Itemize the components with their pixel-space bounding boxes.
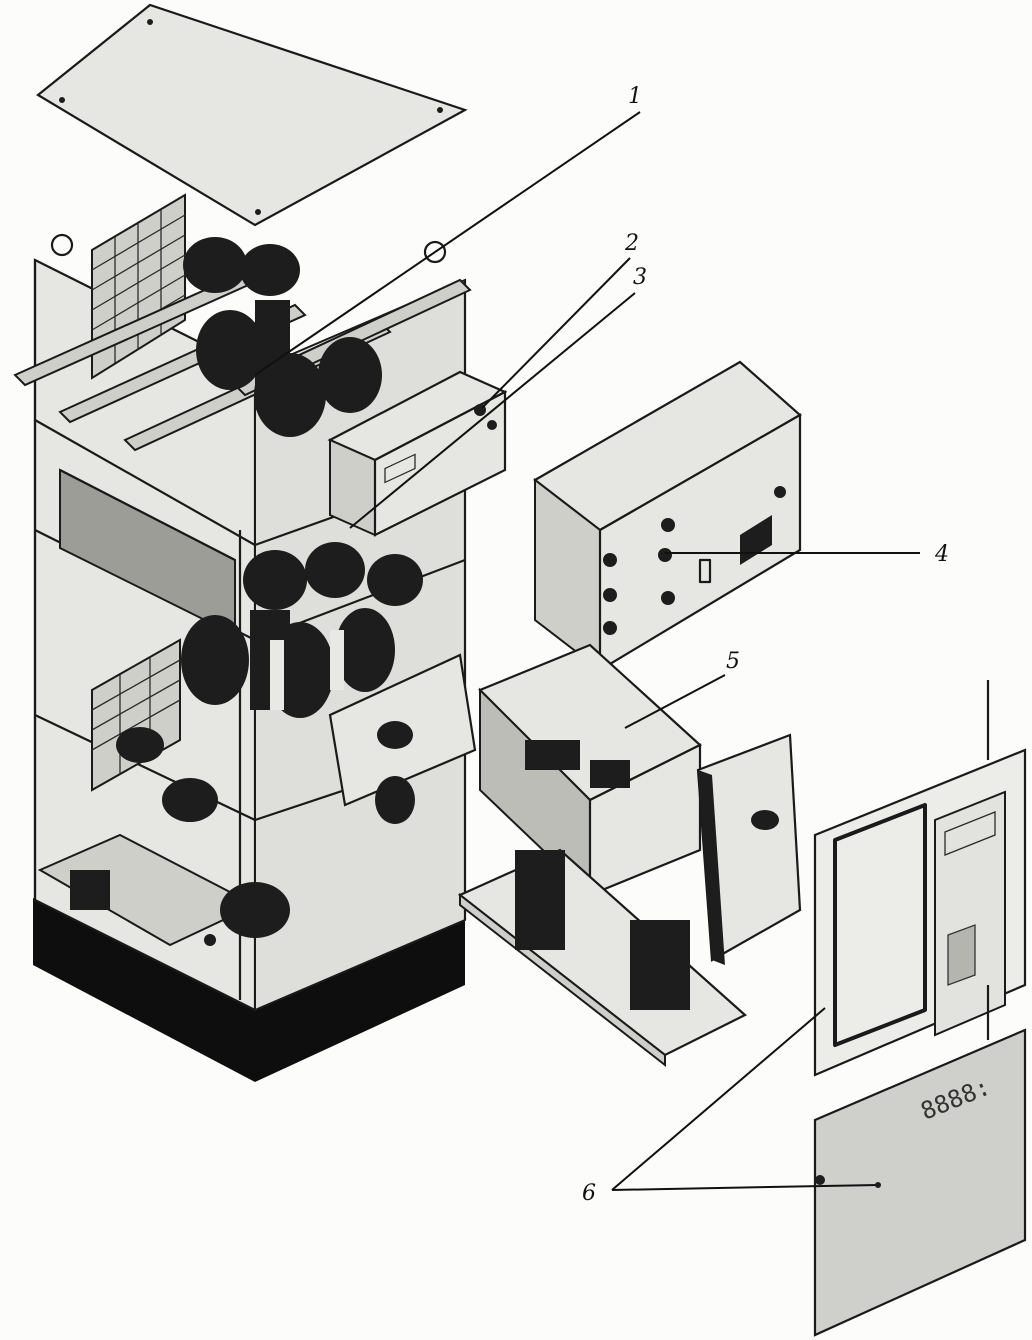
lower-door: 8888: — [813, 1028, 1027, 1337]
leader-3 — [349, 292, 636, 529]
callout-3: 3 — [633, 265, 647, 290]
leader-lines — [254, 111, 920, 1191]
callout-5: 5 — [726, 649, 740, 674]
roof-plate — [36, 3, 468, 227]
upper-door — [813, 680, 1027, 1077]
callout-labels: 1 2 3 4 5 6 — [582, 84, 949, 1206]
callout-6: 6 — [582, 1181, 596, 1206]
leader-6a — [611, 1007, 826, 1191]
lifting-eye-left — [50, 233, 74, 257]
leader-6b — [611, 1184, 879, 1191]
lifting-eye-right — [423, 240, 447, 264]
main-cabinet — [13, 193, 508, 1082]
leader-2 — [481, 257, 631, 409]
cabinet-doors: 8888: — [813, 680, 1027, 1337]
leader-1 — [254, 111, 641, 376]
callout-4: 4 — [934, 542, 949, 567]
callout-1: 1 — [628, 84, 642, 109]
cabinet-base — [33, 898, 255, 1082]
cable-compartment — [37, 727, 290, 947]
breaker-poles-upper — [183, 237, 382, 437]
leader-5 — [624, 674, 726, 729]
relay-control-unit — [533, 360, 802, 673]
callout-2: 2 — [624, 231, 639, 256]
breaker-poles-lower — [181, 542, 423, 718]
withdrawable-breaker — [328, 643, 802, 1068]
